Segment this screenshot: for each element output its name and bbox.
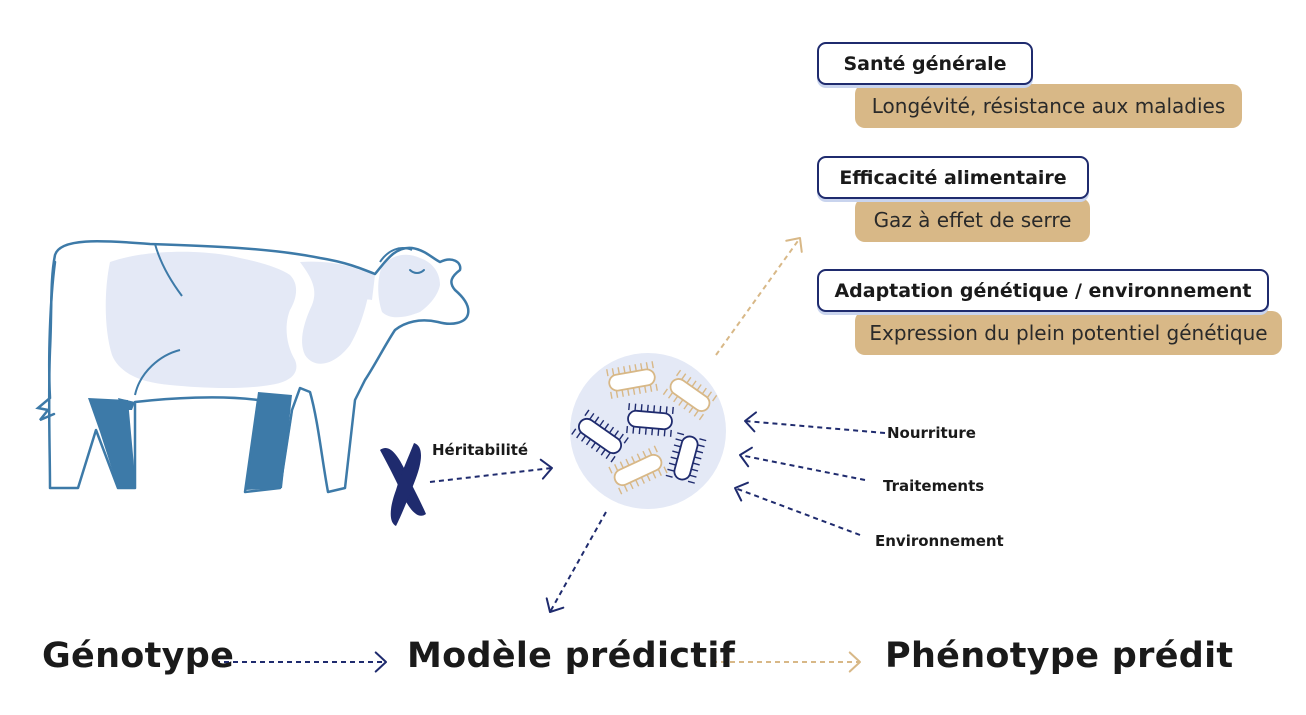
cow-eye: [409, 269, 425, 274]
model-to-output-arrow: [545, 511, 607, 613]
microbiome-icon: [570, 353, 726, 509]
model-to-phenotype-arrow: [712, 651, 861, 673]
cow-leg-mid: [279, 387, 301, 489]
card-title-efficacite: Efficacité alimentaire: [817, 156, 1089, 199]
bacterium-5: [665, 432, 707, 484]
card-title-adaptation: Adaptation génétique / environnement: [817, 269, 1269, 312]
treatments-label: Traitements: [883, 477, 985, 495]
cow-rib-line: [154, 243, 183, 297]
cow-patch-neck: [329, 269, 375, 305]
bacterium-3: [626, 403, 674, 437]
cow-belly-line: [134, 349, 181, 396]
environment-arrow: [734, 481, 861, 536]
card-sub-efficacite: Gaz à effet de serre: [855, 198, 1090, 242]
food-label: Nourriture: [887, 424, 976, 442]
cow-tail: [35, 260, 57, 422]
treatments-arrow: [739, 446, 866, 481]
bacterium-6: [608, 445, 668, 495]
cow-udder: [118, 398, 135, 410]
arrows-layer: [215, 237, 886, 673]
to-phenotype-arrow: [715, 237, 803, 356]
model-label: Modèle prédictif: [407, 636, 736, 676]
card-sub-adaptation: Expression du plein potentiel génétique: [855, 311, 1282, 355]
cow-illustration: [35, 239, 470, 494]
cow-outline: [47, 239, 470, 494]
genotype-to-model-arrow: [215, 651, 387, 673]
cow-patch-body: [105, 251, 297, 389]
environment-label: Environnement: [875, 532, 1004, 550]
cow-leg-rear: [88, 398, 136, 488]
bacterium-2: [662, 369, 718, 421]
cow-ear: [379, 247, 413, 263]
bacterium-4: [571, 409, 629, 463]
card-sub-sante: Longévité, résistance aux maladies: [855, 84, 1242, 128]
heritability-label: Héritabilité: [432, 441, 529, 459]
chromosome-icon: [380, 443, 426, 526]
cow-patch-head: [378, 254, 440, 318]
food-arrow: [744, 411, 886, 434]
phenotype-label: Phénotype prédit: [885, 636, 1234, 676]
heritability-arrow: [429, 458, 553, 483]
genotype-label: Génotype: [42, 636, 235, 676]
card-title-sante: Santé générale: [817, 42, 1033, 85]
bacterium-1: [606, 361, 658, 399]
chromosome-arm-2: [390, 443, 421, 526]
